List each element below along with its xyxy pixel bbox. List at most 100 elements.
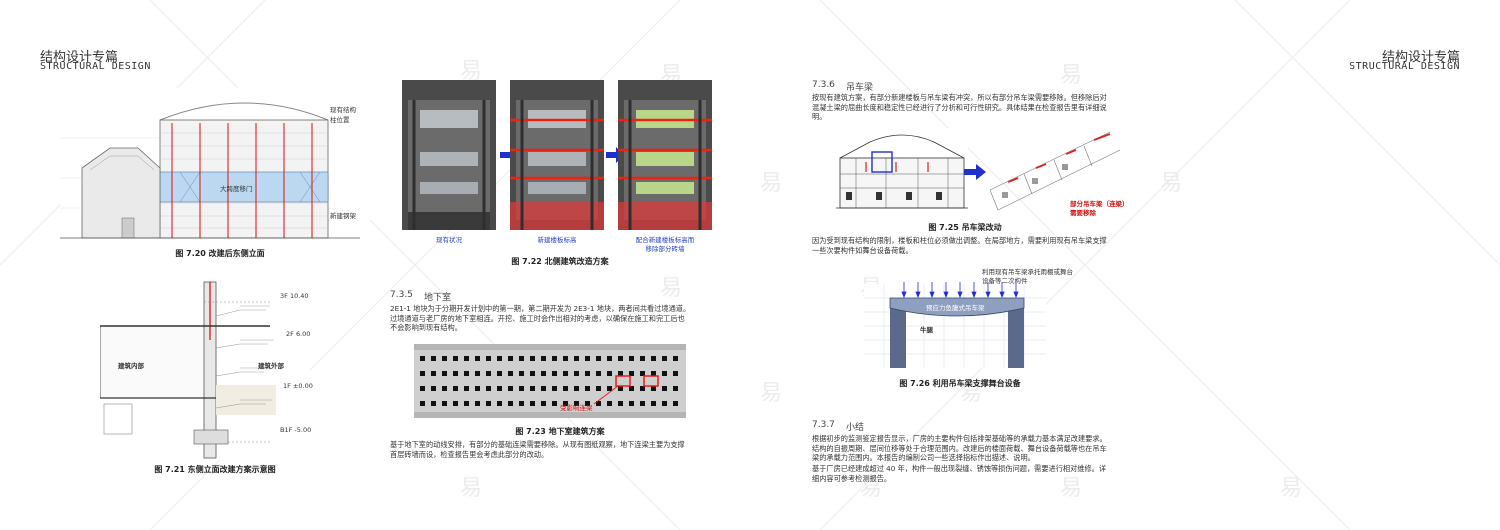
plan-column-mark — [508, 356, 513, 361]
watermark-glyph: 易 — [760, 171, 782, 196]
plan-column-mark — [651, 356, 656, 361]
label-affected-beam: 受影响连梁 — [560, 404, 593, 412]
section-title-7-3-6: 吊车梁 — [846, 83, 874, 93]
watermark-glyph: 易 — [660, 276, 682, 301]
section-title-7-3-5: 地下室 — [424, 293, 452, 303]
fig-7-22-photos — [402, 80, 712, 230]
label-existing-columns-1: 现有结构 — [330, 106, 356, 114]
plan-column-mark — [552, 371, 557, 376]
plan-column-mark — [453, 386, 458, 391]
plan-column-mark — [541, 386, 546, 391]
caption-fig-7-20: 图 7.20 改建后东侧立面 — [175, 249, 265, 258]
plan-column-mark — [519, 356, 524, 361]
level-b1f: B1F -5.00 — [280, 426, 312, 434]
load-arrow-head — [1013, 291, 1019, 299]
plan-column-mark — [673, 401, 678, 406]
plan-column-mark — [442, 371, 447, 376]
plan-column-mark — [497, 386, 502, 391]
plan-column-mark — [585, 401, 590, 406]
plan-column-mark — [607, 356, 612, 361]
plan-column-mark — [530, 401, 535, 406]
watermark-glyph: 易 — [460, 59, 482, 84]
header-title-en-right: STRUCTURAL DESIGN — [1349, 61, 1460, 72]
plan-column-mark — [541, 371, 546, 376]
paragraph-7-3-5-b: 基于地下室的动线安排，有部分的基础连梁需要移除。从现有图纸观察，地下连梁主要为支… — [390, 440, 685, 459]
plan-column-mark — [629, 371, 634, 376]
plan-column-mark — [475, 356, 480, 361]
paragraph-7-3-6-b: 因为受到现有结构的限制，楼板和柱位必须做出调整。在局部地方，需要利用现有吊车梁支… — [812, 236, 1107, 255]
plan-column-mark — [420, 401, 425, 406]
label-outside: 建筑外部 — [257, 361, 285, 370]
plan-column-mark — [651, 386, 656, 391]
plan-column-mark — [519, 401, 524, 406]
plan-column-mark — [552, 386, 557, 391]
header-title-zh-right: 结构设计专篇 — [1381, 50, 1460, 65]
paragraph-7-3-7-b: 基于厂房已经建成超过 40 年，构件一般出现裂缝、锈蚀等损伤问题，需要进行相对维… — [812, 464, 1107, 483]
plan-column-mark — [530, 386, 535, 391]
plan-column-mark — [574, 386, 579, 391]
caption-fig-7-26: 图 7.26 利用吊车梁支撑舞台设备 — [899, 379, 1021, 388]
label-note-2: 设备等二次构件 — [982, 277, 1028, 285]
label-photo-remove-2: 移除部分砖墙 — [645, 245, 685, 253]
load-arrow-head — [957, 291, 963, 299]
plan-column-mark — [541, 401, 546, 406]
plan-column-mark — [629, 386, 634, 391]
plan-column-mark — [673, 356, 678, 361]
plan-column-mark — [607, 371, 612, 376]
plan-column-mark — [640, 371, 645, 376]
plan-column-mark — [508, 371, 513, 376]
load-arrow-head — [971, 291, 977, 299]
label-inside: 建筑内部 — [117, 361, 145, 370]
plan-column-mark — [464, 386, 469, 391]
plan-column-mark — [486, 371, 491, 376]
label-corbel: 牛腿 — [920, 326, 933, 334]
load-arrow-head — [901, 291, 907, 299]
plan-column-mark — [629, 356, 634, 361]
plan-column-mark — [464, 356, 469, 361]
section-number-7-3-7: 7.3.7 — [812, 420, 835, 430]
fig-7-21-section-drawing: 建筑内部 建筑外部 — [100, 280, 310, 460]
plan-column-mark — [497, 356, 502, 361]
plan-column-mark — [431, 371, 436, 376]
watermark-glyph: 易 — [960, 381, 982, 406]
plan-column-mark — [431, 401, 436, 406]
header-title-en-left: STRUCTURAL DESIGN — [40, 61, 151, 72]
plan-column-mark — [530, 371, 535, 376]
watermark-glyph: 易 — [1280, 476, 1302, 501]
load-arrow-head — [915, 291, 921, 299]
plan-column-mark — [541, 356, 546, 361]
plan-column-mark — [497, 401, 502, 406]
plan-column-mark — [673, 371, 678, 376]
plan-column-mark — [585, 356, 590, 361]
plan-column-mark — [673, 386, 678, 391]
plan-column-mark — [552, 356, 557, 361]
watermark-glyph: 易 — [760, 381, 782, 406]
plan-column-mark — [442, 356, 447, 361]
fig-7-20-elevation-drawing: 大跨度移门 — [60, 88, 370, 248]
fig-7-25-section-drawing — [836, 128, 968, 216]
plan-column-mark — [486, 386, 491, 391]
watermark-glyph: 易 — [1060, 476, 1082, 501]
section-number-7-3-5: 7.3.5 — [390, 290, 413, 300]
plan-column-mark — [508, 401, 513, 406]
label-crane-beam-2: 需要移除 — [1070, 209, 1096, 217]
plan-column-mark — [596, 401, 601, 406]
plan-column-mark — [530, 356, 535, 361]
plan-column-mark — [640, 356, 645, 361]
plan-column-mark — [563, 371, 568, 376]
plan-column-mark — [596, 356, 601, 361]
plan-column-mark — [662, 386, 667, 391]
plan-column-mark — [475, 401, 480, 406]
label-existing-columns-2: 柱位置 — [330, 116, 350, 124]
caption-fig-7-21: 图 7.21 东侧立面改建方案示意图 — [154, 465, 276, 474]
section-title-7-3-7: 小结 — [846, 423, 865, 433]
paragraph-7-3-7-a: 根据初步的监测鉴定报告显示，厂房的主要构件包括排架基础等的承载力基本满足改建要求… — [812, 434, 1107, 463]
plan-column-mark — [640, 401, 645, 406]
plan-column-mark — [475, 371, 480, 376]
plan-column-mark — [618, 386, 623, 391]
caption-fig-7-25: 图 7.25 吊车梁改动 — [928, 223, 1002, 232]
plan-column-mark — [563, 356, 568, 361]
load-arrow-head — [929, 291, 935, 299]
fig-7-23-basement-plan — [414, 344, 686, 418]
plan-column-mark — [618, 356, 623, 361]
